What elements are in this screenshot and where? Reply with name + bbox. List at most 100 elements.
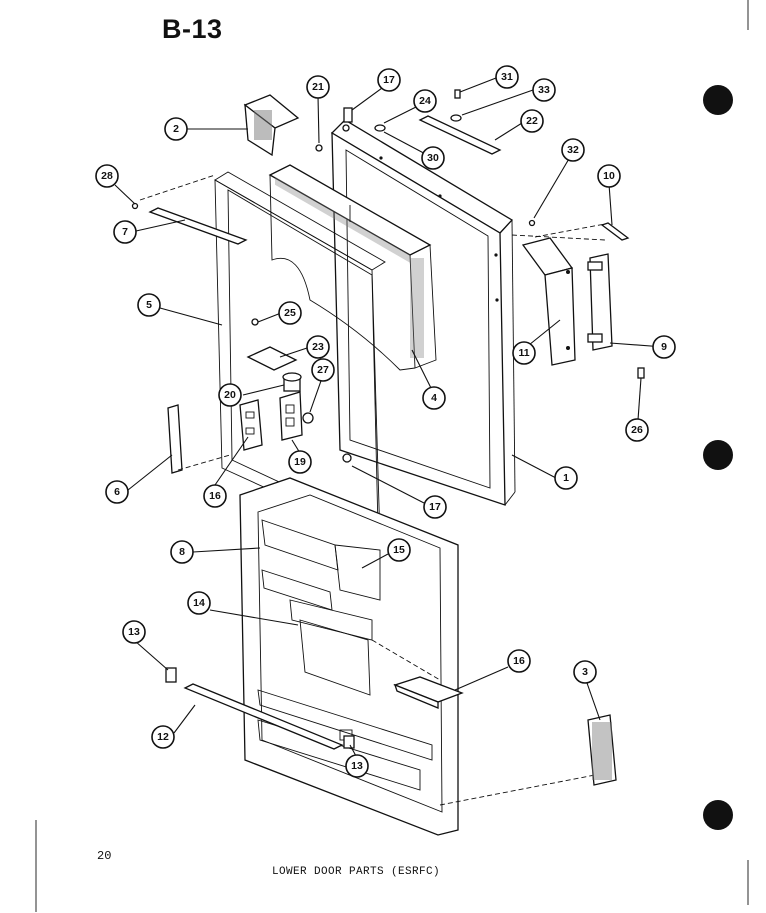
callout-17-bottom: 17 (423, 495, 447, 519)
callout-26: 26 (625, 418, 649, 442)
svg-text:16: 16 (513, 655, 525, 667)
part-10-hinge-pin (600, 222, 630, 241)
callout-11: 11 (512, 341, 536, 365)
svg-text:12: 12 (157, 731, 169, 743)
svg-text:20: 20 (224, 389, 236, 401)
dash-panel-to-16 (371, 639, 441, 681)
svg-text:19: 19 (294, 456, 306, 468)
svg-text:22: 22 (526, 115, 538, 127)
binder-hole-top (703, 85, 733, 115)
svg-text:13: 13 (351, 760, 363, 772)
svg-text:21: 21 (312, 81, 324, 93)
part-13-clip (165, 667, 355, 749)
callout-16-tray: 16 (507, 649, 531, 673)
callout-22: 22 (520, 109, 544, 133)
callout-31: 31 (495, 65, 519, 89)
part-6-strip (167, 404, 183, 474)
callout-5: 5 (137, 293, 161, 317)
callout-1: 1 (554, 466, 578, 490)
svg-text:10: 10 (603, 170, 615, 182)
callout-7: 7 (113, 220, 137, 244)
small-hardware (131, 89, 645, 463)
svg-text:5: 5 (146, 299, 152, 311)
dash-28-to-7 (139, 174, 216, 201)
callout-6: 6 (105, 480, 129, 504)
page-code: B-13 (162, 14, 223, 44)
part-18-plate (239, 399, 263, 451)
part-23-latch-plate (246, 346, 298, 371)
callout-12: 12 (151, 725, 175, 749)
part-19-bracket (279, 391, 303, 441)
binder-hole-bottom (703, 800, 733, 830)
part-16-tray (393, 676, 464, 709)
dash-6-to-frame (177, 454, 231, 471)
part-3-insulation-strip (587, 714, 617, 786)
svg-text:3: 3 (582, 666, 588, 678)
binder-hole-middle (703, 440, 733, 470)
part-8-inner-door-panel (239, 477, 459, 836)
callout-13-lower: 13 (345, 754, 369, 778)
callout-14: 14 (187, 591, 211, 615)
callout-24: 24 (413, 89, 437, 113)
svg-text:13: 13 (128, 626, 140, 638)
callout-4: 4 (422, 386, 446, 410)
svg-text:9: 9 (661, 341, 667, 353)
diagram-caption: LOWER DOOR PARTS (ESRFC) (272, 866, 441, 878)
svg-text:33: 33 (538, 84, 550, 96)
svg-text:23: 23 (312, 341, 324, 353)
svg-text:26: 26 (631, 424, 643, 436)
svg-text:4: 4 (431, 392, 437, 404)
part-20-knob (282, 372, 302, 392)
svg-text:11: 11 (518, 347, 529, 359)
dash-32-to-10 (534, 223, 606, 238)
svg-text:25: 25 (284, 307, 296, 319)
part-27-screw (302, 412, 314, 424)
callout-25: 25 (278, 301, 302, 325)
svg-text:2: 2 (173, 123, 179, 135)
part-11-hinge-bracket (521, 237, 576, 366)
callout-15: 15 (387, 538, 411, 562)
svg-text:27: 27 (317, 364, 329, 376)
svg-text:15: 15 (393, 544, 405, 556)
svg-text:1: 1 (563, 472, 569, 484)
callout-8: 8 (170, 540, 194, 564)
callout-9: 9 (652, 335, 676, 359)
callout-21: 21 (306, 75, 330, 99)
svg-text:24: 24 (419, 95, 431, 107)
part-12-bottom-bar (183, 683, 344, 750)
svg-text:28: 28 (101, 170, 113, 182)
callout-27: 27 (311, 358, 335, 382)
part-7-trim-strip (148, 207, 248, 245)
callout-23: 23 (306, 335, 330, 359)
part-2-bracket (243, 94, 300, 157)
dash-1-to-10 (511, 234, 606, 241)
part-22-top-bar (418, 115, 502, 155)
callout-32: 32 (561, 138, 585, 162)
svg-text:17: 17 (383, 74, 395, 86)
svg-text:7: 7 (122, 226, 128, 238)
svg-text:14: 14 (193, 597, 205, 609)
svg-text:17: 17 (429, 501, 441, 513)
svg-text:6: 6 (114, 486, 120, 498)
callout-13-upper: 13 (122, 620, 146, 644)
callout-20: 20 (218, 383, 242, 407)
callout-10: 10 (597, 164, 621, 188)
callout-30: 30 (421, 146, 445, 170)
svg-text:32: 32 (567, 144, 579, 156)
svg-text:30: 30 (427, 152, 439, 164)
callout-17-top: 17 (377, 68, 401, 92)
callout-33: 33 (532, 78, 556, 102)
callout-19: 19 (288, 450, 312, 474)
callout-3: 3 (573, 660, 597, 684)
callout-2: 2 (164, 117, 188, 141)
svg-text:16: 16 (209, 490, 221, 502)
dash-panel-to-3 (439, 774, 596, 806)
page-number: 20 (97, 849, 112, 863)
svg-text:8: 8 (179, 546, 185, 558)
part-9-hinge-plate (587, 253, 613, 351)
callout-16-plate: 16 (203, 484, 227, 508)
part-4-insulation (268, 164, 437, 371)
svg-text:31: 31 (501, 71, 513, 83)
callout-28: 28 (95, 164, 119, 188)
